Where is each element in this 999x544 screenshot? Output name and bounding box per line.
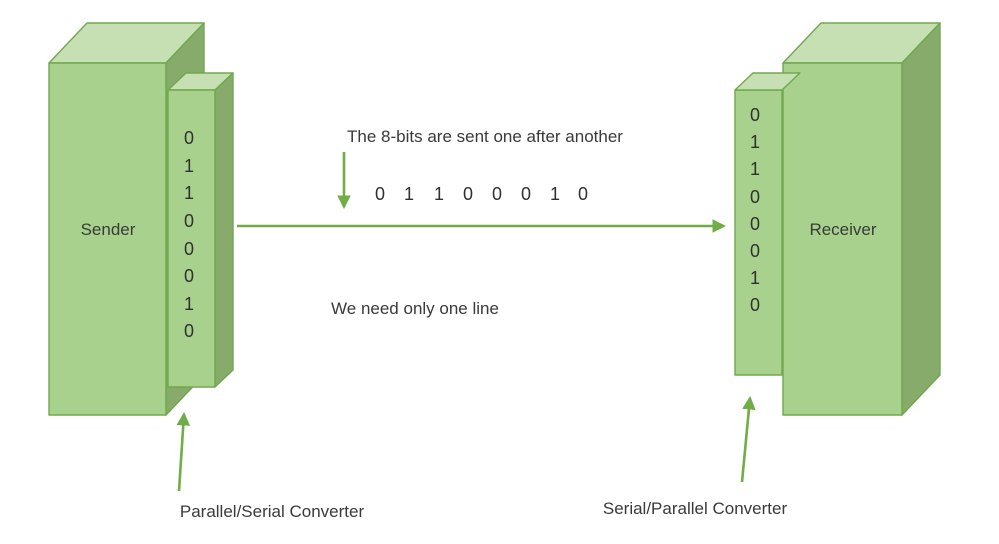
receiver-bit-5: 0 [750,241,760,261]
receiver-bit-1: 1 [750,132,760,152]
sender-bit-6: 1 [184,294,194,314]
sender-bit-0: 0 [184,128,194,148]
receiver-box-front-face [782,62,903,416]
sender-converter-side-face [214,72,234,388]
note-bottom: We need only one line [331,299,499,318]
sender-converter-front-face [167,89,216,388]
line-bit-0: 0 [375,184,385,204]
line-bit-1: 1 [404,184,414,204]
receiver-label: Receiver [809,220,876,239]
receiver-bit-2: 1 [750,159,760,179]
receiver-bit-3: 0 [750,187,760,207]
line-bit-4: 0 [492,184,502,204]
line-bit-6: 1 [550,184,560,204]
sender-bit-7: 0 [184,321,194,341]
sender-bit-4: 0 [184,239,194,259]
transmission-bits: 0 1 1 0 0 0 1 0 [375,184,588,204]
receiver-bit-0: 0 [750,105,760,125]
receiver-bit-7: 0 [750,295,760,315]
serial-parallel-converter-label: Serial/Parallel Converter [603,499,788,518]
line-bit-5: 0 [521,184,531,204]
sender-bits: 0 1 1 0 0 0 1 0 [184,128,194,341]
sender-bit-5: 0 [184,266,194,286]
parallel-serial-converter-arrow [176,411,191,492]
sender-bit-3: 0 [184,211,194,231]
receiver-bit-6: 1 [750,268,760,288]
line-bit-3: 0 [463,184,473,204]
receiver-converter-column: 0 1 1 0 0 0 1 0 [734,72,801,376]
parallel-serial-converter-label: Parallel/Serial Converter [180,502,365,521]
sender-box-front-face [48,62,167,416]
sender-bit-1: 1 [184,156,194,176]
serial-parallel-converter-arrow [740,395,756,483]
sender-converter-column: 0 1 1 0 0 0 1 0 [167,72,234,388]
receiver-bit-4: 0 [750,214,760,234]
sender-label: Sender [81,220,136,239]
sender-bit-2: 1 [184,183,194,203]
receiver-bits: 0 1 1 0 0 0 1 0 [750,105,760,315]
receiver-converter-top-face [734,72,801,91]
note-top: The 8-bits are sent one after another [347,127,623,146]
receiver-box: Receiver [782,22,941,416]
receiver-converter-front-face [734,89,783,376]
line-bit-2: 1 [434,184,444,204]
line-bit-7: 0 [578,184,588,204]
receiver-box-side-face [901,22,941,416]
